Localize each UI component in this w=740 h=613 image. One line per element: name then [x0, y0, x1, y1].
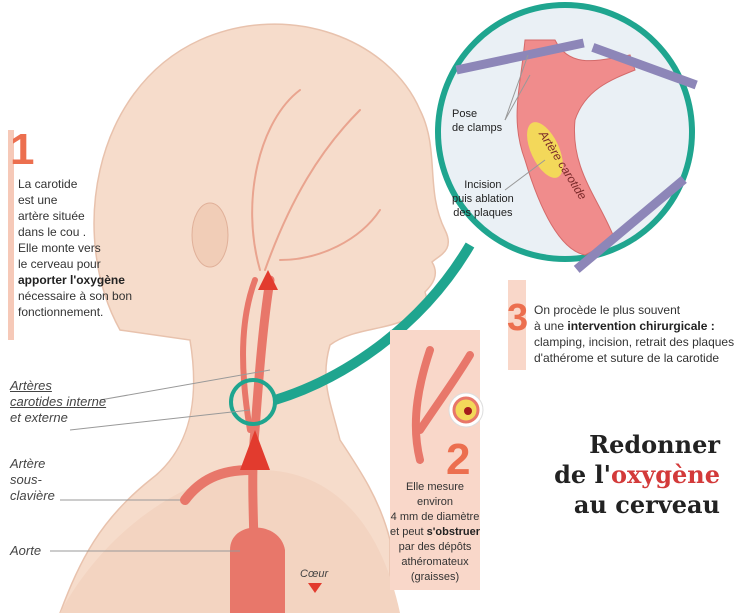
step3-bar	[508, 280, 526, 370]
text-line: et peut	[389, 526, 427, 538]
step3-text: On procède le plus souvent à une interve…	[534, 302, 734, 366]
text-line: Artères	[10, 378, 52, 393]
step2-panel	[390, 330, 480, 590]
text-line: artère située	[18, 209, 85, 223]
text-line: Pose	[452, 108, 478, 120]
label-carotides: Artères carotides interne et externe	[10, 378, 106, 426]
head-silhouette	[59, 23, 450, 613]
text-line: des plaques	[453, 207, 513, 219]
text-line: (graisses)	[410, 571, 460, 583]
step3-number: 3	[507, 297, 529, 339]
title-line: Redonner	[589, 430, 720, 459]
text-bold: s'obstruer	[426, 526, 481, 538]
text-line: Elle mesure environ	[405, 481, 465, 508]
flow-arrow-icon	[258, 270, 278, 290]
text-line: nécessaire à son bon	[18, 289, 133, 303]
text-line: La carotide	[18, 177, 78, 191]
label-aorte: Aorte	[10, 543, 42, 558]
text-line: clamping, incision, retrait des plaques	[534, 335, 735, 349]
text-line: puis ablation	[452, 193, 514, 205]
text-line: le cerveau pour	[18, 257, 101, 271]
page-title: Redonner de l'oxygène au cerveau	[554, 430, 720, 520]
text-line: athéromateux	[401, 556, 469, 568]
text-line: de clamps	[452, 122, 503, 134]
connector-band	[273, 242, 475, 405]
text-line: dans le cou .	[18, 225, 87, 239]
step1-text: La carotide est une artère située dans l…	[18, 176, 132, 320]
text-line: à une	[534, 319, 568, 333]
step2-text: Elle mesure environ 4 mm de diamètre et …	[388, 480, 482, 585]
text-line: par des dépôts	[398, 541, 472, 553]
text-line: fonctionnement.	[18, 305, 104, 319]
text-line: On procède le plus souvent	[534, 303, 681, 317]
title-accent: oxygène	[610, 460, 720, 489]
step1-bar	[8, 130, 14, 340]
text-bold: apporter l'oxygène	[18, 273, 125, 287]
text-line: et externe	[10, 410, 68, 425]
title-line: de l'	[554, 460, 611, 489]
text-line: Artère	[10, 456, 46, 471]
label-coeur: Cœur	[300, 568, 329, 580]
label-clamps: Pose de clamps	[452, 107, 502, 135]
title-line: au cerveau	[573, 490, 720, 519]
focus-circle	[229, 378, 277, 426]
text-line: clavière	[10, 488, 55, 503]
text-bold: intervention chirurgicale :	[567, 319, 715, 333]
text-line: Elle monte vers	[18, 241, 101, 255]
text-line: est une	[18, 193, 58, 207]
text-line: 4 mm de diamètre	[390, 511, 480, 523]
label-incision: Incision puis ablation des plaques	[452, 178, 514, 220]
text-line: carotides interne	[10, 394, 107, 409]
artery-detail	[411, 346, 474, 464]
step2-number: 2	[446, 435, 471, 484]
text-line: d'athérome et suture de la carotide	[534, 351, 720, 365]
text-line: Incision	[464, 179, 502, 191]
step1-number: 1	[10, 125, 35, 174]
label-sous-claviere: Artère sous- clavière	[10, 456, 55, 504]
magnified-circle	[435, 2, 698, 273]
heart-aorta	[230, 527, 285, 613]
text-line: sous-	[10, 472, 42, 487]
flow-arrow-icon	[240, 430, 270, 470]
heart-icon	[308, 583, 322, 593]
